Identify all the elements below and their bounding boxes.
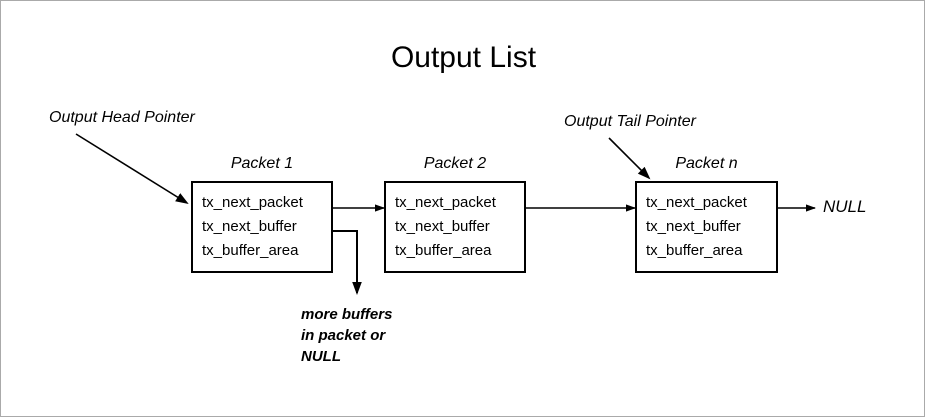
packet-n-title: Packet n [675,155,738,172]
packet-n-field-tx-buffer-area: tx_buffer_area [646,242,743,259]
packet-2-title: Packet 2 [423,155,487,172]
page-title: Output List [390,41,537,74]
head-pointer-arrow [75,133,189,205]
packet-2-box[interactable]: tx_next_packet tx_next_buffer tx_buffer_… [384,181,526,273]
output-head-pointer-label: Output Head Pointer [49,109,195,126]
packet-1-box[interactable]: tx_next_packet tx_next_buffer tx_buffer_… [191,181,333,273]
packet-n-field-tx-next-buffer: tx_next_buffer [646,218,741,235]
null-terminator-label: NULL [823,197,867,216]
more-buffers-line-1: more buffers [301,306,393,323]
packet-2-field-tx-buffer-area: tx_buffer_area [395,242,492,259]
packet-1-field-tx-buffer-area: tx_buffer_area [202,242,299,259]
more-buffers-line-3: NULL [301,348,341,365]
packet-1-field-tx-next-buffer: tx_next_buffer [202,218,297,235]
packet-n-box[interactable]: tx_next_packet tx_next_buffer tx_buffer_… [635,181,778,273]
packet-2-field-tx-next-packet: tx_next_packet [395,194,496,211]
output-tail-pointer-label: Output Tail Pointer [564,113,696,130]
tail-pointer-arrow [608,137,651,180]
packet-1-field-tx-next-packet: tx_next_packet [202,194,303,211]
packet-2-field-tx-next-buffer: tx_next_buffer [395,218,490,235]
more-buffers-annotation: more buffers in packet or NULL [301,304,392,367]
packet-n-field-tx-next-packet: tx_next_packet [646,194,747,211]
more-buffers-line-2: in packet or [301,327,386,344]
packet1-next-buffer-arrow [332,230,362,295]
packet-1-title: Packet 1 [230,155,294,172]
